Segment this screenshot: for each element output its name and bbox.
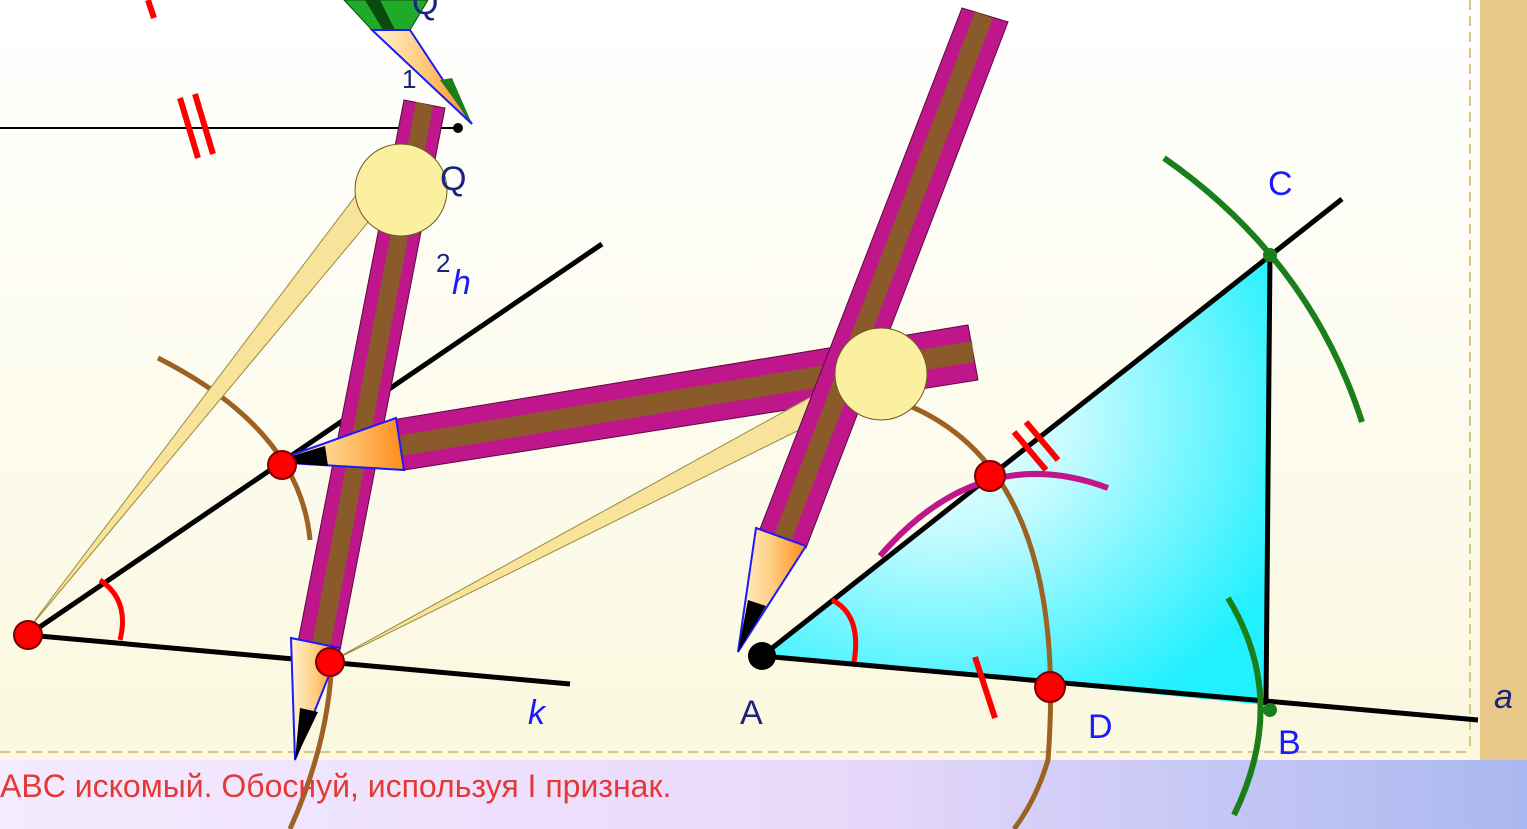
label-h: h — [452, 264, 471, 302]
label-q-top: Q — [412, 0, 438, 22]
right-compass-pencil-leg — [737, 7, 1009, 653]
point-q — [453, 123, 463, 133]
label-b: B — [1278, 724, 1301, 762]
double-tick-pq-2 — [192, 93, 216, 155]
caption-text: ABC искомый. Обоснуй, используя I призна… — [0, 768, 672, 804]
brown-arc-right — [904, 401, 1053, 829]
caption-band — [0, 760, 1527, 829]
red-fragment-top — [145, 0, 157, 19]
point-b — [1263, 703, 1277, 717]
point-ac-intersection — [974, 460, 1006, 492]
label-k: k — [528, 694, 547, 732]
left-compass — [25, 99, 448, 761]
triangle-abc-fill — [762, 255, 1270, 705]
double-tick-ac-1 — [1011, 430, 1049, 472]
left-compass-hinge — [354, 143, 448, 237]
tick-ad — [972, 656, 998, 719]
point-a — [748, 642, 776, 670]
label-c: C — [1268, 165, 1293, 203]
green-arc-c — [1162, 155, 1365, 423]
point-left-vertex — [13, 620, 43, 650]
ray-k-side — [26, 241, 604, 638]
left-compass-pencil-leg — [289, 99, 446, 761]
double-tick-pq-1 — [177, 97, 201, 159]
green-arc-b — [1225, 596, 1264, 817]
label-one: 1 — [402, 64, 416, 94]
point-left-intersection — [267, 450, 297, 480]
label-a-vertex: A — [740, 694, 763, 732]
top-green-pencil — [343, 0, 473, 125]
line-a — [761, 653, 1479, 723]
ray-ac — [760, 197, 1344, 658]
point-left-base — [315, 647, 345, 677]
label-h-index: 2 — [436, 248, 450, 278]
point-c — [1263, 248, 1277, 262]
point-d — [1034, 671, 1066, 703]
label-d: D — [1088, 708, 1113, 746]
segment-cb — [1263, 254, 1273, 706]
brown-arc-left — [156, 355, 313, 541]
label-a-line: a — [1494, 678, 1513, 716]
right-compass-hinge — [834, 327, 928, 421]
angle-mark-left — [98, 577, 125, 641]
label-q: Q — [440, 160, 466, 198]
double-tick-ac-2 — [1023, 420, 1061, 462]
angle-mark-right — [830, 597, 859, 663]
right-compass — [329, 7, 1009, 663]
